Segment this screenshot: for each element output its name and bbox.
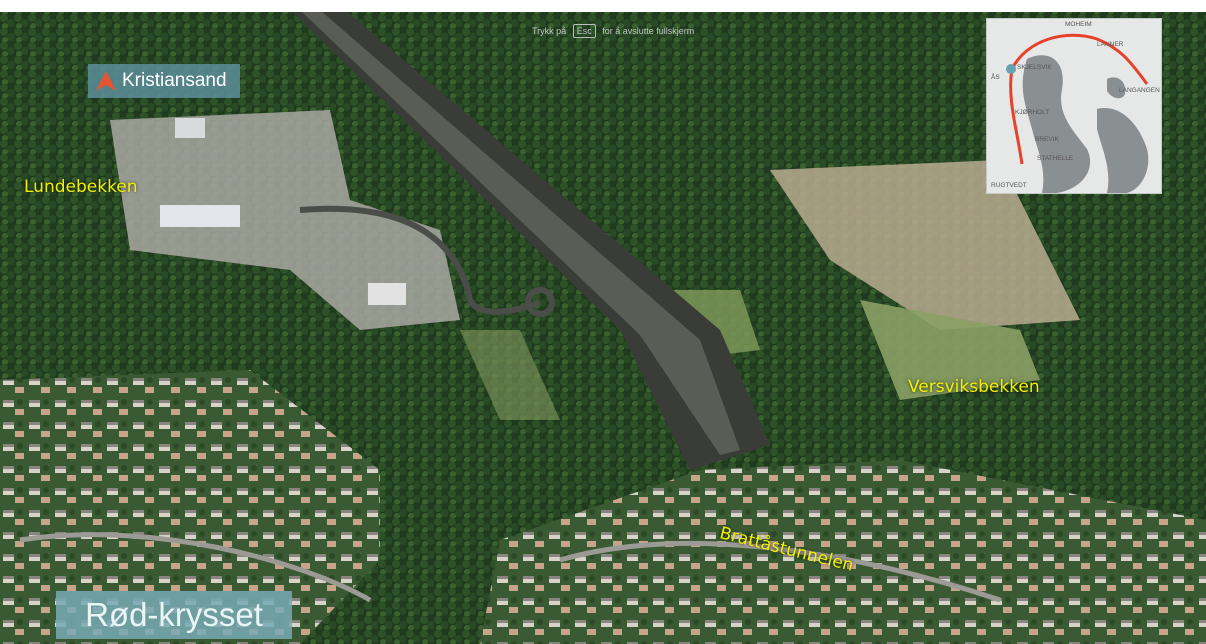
esc-key: Esc bbox=[572, 24, 596, 38]
minimap-label-as: ÅS bbox=[991, 74, 1000, 81]
minimap-label-skjelsvik: SKJELSVIK bbox=[1017, 64, 1052, 71]
minimap-label-brevik: BREVIK bbox=[1035, 136, 1059, 143]
minimap-label-stathelle: STATHELLE bbox=[1037, 155, 1074, 162]
current-location-marker bbox=[1006, 64, 1016, 74]
minimap-graphic bbox=[987, 19, 1161, 193]
hint-suffix: for å avslutte fullskjerm bbox=[602, 26, 695, 36]
direction-sign: Kristiansand bbox=[88, 64, 240, 98]
junction-title: Rød-krysset bbox=[56, 591, 292, 639]
overview-minimap: MOHEIM LANNER SKJELSVIK ÅS LANGANGEN KJØ… bbox=[986, 18, 1162, 194]
hint-prefix: Trykk på bbox=[532, 26, 567, 36]
minimap-label-rugtvedt: RUGTVEDT bbox=[991, 182, 1027, 189]
minimap-label-kjorholt: KJØRHOLT bbox=[1015, 109, 1050, 116]
label-lundebekken: Lundebekken bbox=[24, 177, 138, 197]
minimap-label-moheim: MOHEIM bbox=[1065, 21, 1092, 28]
direction-sign-label: Kristiansand bbox=[122, 70, 227, 91]
minimap-route bbox=[1009, 33, 1149, 165]
fullscreen-exit-hint: Trykk på Esc for å avslutte fullskjerm bbox=[532, 24, 694, 38]
minimap-label-lanner: LANNER bbox=[1097, 41, 1124, 48]
label-versviksbekken: Versviksbekken bbox=[908, 377, 1040, 397]
arrow-up-icon bbox=[96, 71, 116, 91]
minimap-label-langangen: LANGANGEN bbox=[1119, 87, 1160, 94]
